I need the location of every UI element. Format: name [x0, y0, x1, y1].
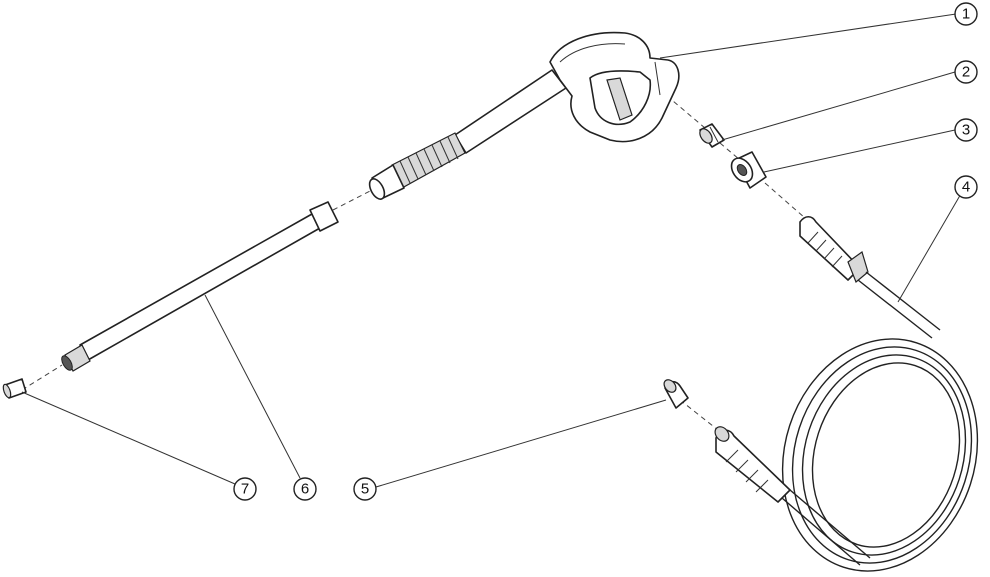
high-pressure-hose: [714, 215, 979, 572]
callout-3: 3: [954, 118, 978, 142]
nipple-fitting: [699, 123, 725, 148]
svg-text:7: 7: [241, 481, 249, 498]
svg-text:4: 4: [962, 179, 970, 196]
hose-adapter: [663, 379, 689, 409]
svg-text:5: 5: [361, 481, 369, 498]
leader-lines: [21, 13, 963, 488]
svg-text:6: 6: [301, 481, 309, 498]
coupler-fitting: [730, 151, 767, 189]
svg-text:1: 1: [962, 6, 970, 23]
callout-1: 1: [954, 2, 978, 26]
callout-5: 5: [353, 477, 377, 501]
spray-gun: [368, 31, 680, 200]
svg-text:2: 2: [962, 64, 970, 81]
callout-2: 2: [954, 60, 978, 84]
svg-text:3: 3: [962, 122, 970, 139]
callout-6: 6: [293, 477, 317, 501]
assembly-axes: [21, 89, 806, 431]
callout-4: 4: [954, 175, 978, 199]
callout-7: 7: [233, 477, 257, 501]
extension-lance: [61, 201, 339, 372]
nozzle-tip: [2, 378, 27, 399]
